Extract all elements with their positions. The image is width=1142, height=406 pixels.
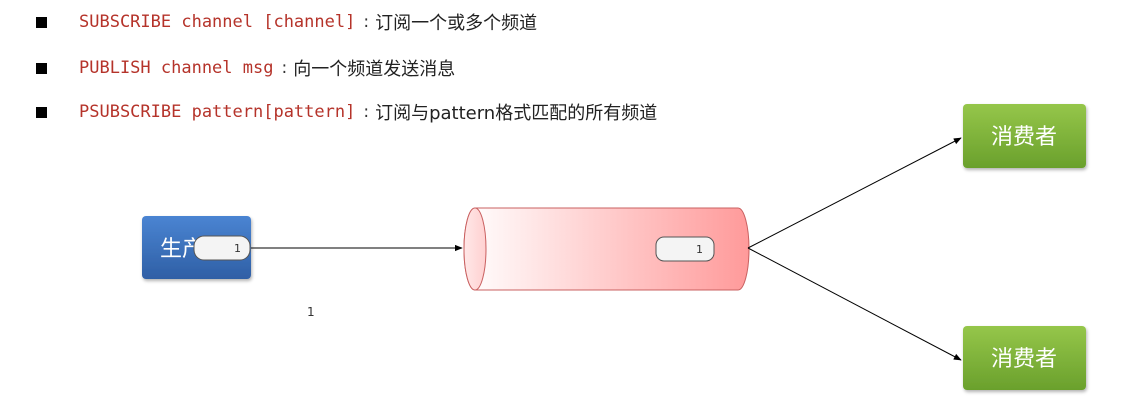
command-separator: : bbox=[363, 12, 370, 32]
channel-to-consumer-1-arrow bbox=[747, 137, 962, 249]
channel-cap bbox=[463, 207, 487, 291]
consumer-label-2: 消费者 bbox=[991, 347, 1057, 372]
command-description: 向一个频道发送消息 bbox=[293, 59, 456, 80]
command-separator: : bbox=[363, 102, 370, 122]
stray-message-label: 1 bbox=[307, 305, 315, 319]
command-item-publish: PUBLISH channel msg : 向一个频道发送消息 bbox=[36, 53, 455, 83]
bullet-square-icon bbox=[36, 16, 47, 28]
command-separator: : bbox=[281, 58, 288, 78]
channel-message-label: 1 bbox=[696, 243, 703, 256]
bullet-square-icon bbox=[36, 106, 47, 118]
producer-message-capsule bbox=[193, 235, 251, 261]
consumer-box-2 bbox=[963, 326, 1086, 390]
command-name: PUBLISH channel msg bbox=[79, 58, 274, 78]
channel-message-capsule bbox=[655, 236, 715, 262]
consumer-label-1: 消费者 bbox=[991, 125, 1057, 150]
producer-node: 生产者 1 bbox=[142, 216, 251, 279]
command-item-subscribe: SUBSCRIBE channel [channel] : 订阅一个或多个频道 bbox=[36, 7, 537, 37]
command-description: 订阅一个或多个频道 bbox=[375, 13, 538, 34]
consumer-box-1 bbox=[963, 104, 1086, 168]
command-name: PSUBSCRIBE pattern[pattern] bbox=[79, 102, 356, 122]
command-description: 订阅与pattern格式匹配的所有频道 bbox=[375, 103, 658, 124]
command-item-psubscribe: PSUBSCRIBE pattern[pattern] : 订阅与pattern… bbox=[36, 97, 657, 127]
consumer-node-1: 消费者 bbox=[963, 104, 1086, 168]
channel-to-consumer-2-arrow bbox=[747, 247, 962, 361]
consumer-node-2: 消费者 bbox=[963, 326, 1086, 390]
producer-message-label: 1 bbox=[234, 242, 241, 255]
command-name: SUBSCRIBE channel [channel] bbox=[79, 12, 356, 32]
bullet-square-icon bbox=[36, 62, 47, 74]
channel-node: 1 bbox=[463, 207, 750, 291]
